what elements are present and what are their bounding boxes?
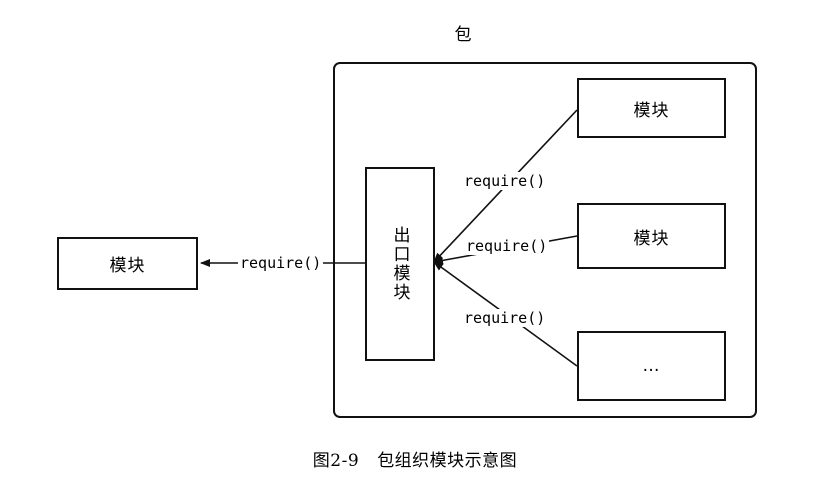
inner-module-middle-box: 模块: [577, 203, 726, 269]
external-module-label: 模块: [109, 256, 146, 276]
figure-caption: 图2-9 包组织模块示意图: [0, 446, 830, 471]
inner-module-top-label: 模块: [633, 100, 670, 121]
entry-module-box: 出口模块: [365, 167, 435, 361]
inner-module-top-box: 模块: [577, 78, 726, 138]
figure-caption-number: 图2-9: [312, 451, 360, 471]
require-label-inner-middle: require(): [464, 237, 550, 255]
package-frame: [333, 62, 757, 418]
inner-module-middle-label: 模块: [633, 228, 670, 249]
inner-module-bottom-box: …: [577, 331, 726, 401]
figure-caption-text: 包组织模块示意图: [377, 451, 518, 471]
inner-module-ellipsis-label: …: [642, 356, 661, 376]
require-label-inner-top: require(): [462, 172, 548, 190]
external-module-box: 模块: [57, 237, 198, 290]
entry-module-label: 出口模块: [389, 226, 410, 302]
require-label-external: require(): [238, 254, 324, 272]
require-label-inner-bottom: require(): [462, 309, 548, 327]
package-title: 包: [454, 25, 472, 45]
